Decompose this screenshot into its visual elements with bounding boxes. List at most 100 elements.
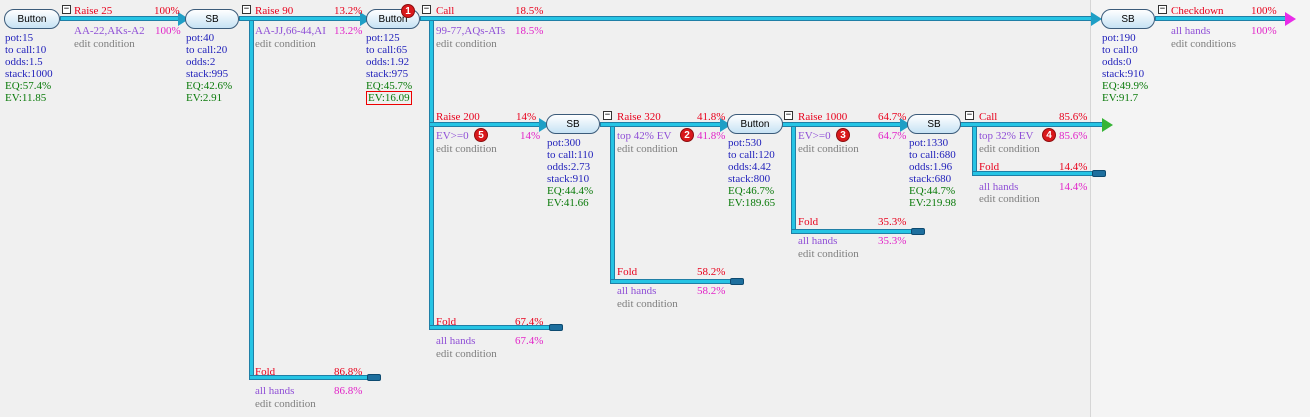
action-raise320-edit[interactable]: edit condition bbox=[617, 143, 678, 155]
node-button-2-badge: 1 bbox=[401, 4, 415, 18]
node-button-root[interactable]: Button bbox=[4, 9, 60, 29]
action-fold-b2-cond-pct: 67.4% bbox=[515, 335, 544, 347]
action-checkdown-pct: 100% bbox=[1251, 5, 1277, 17]
action-raise200-label[interactable]: Raise 200 bbox=[436, 111, 480, 123]
action-checkdown-condition[interactable]: all hands bbox=[1171, 25, 1211, 37]
action-raise1000-condition[interactable]: EV>=0 bbox=[798, 130, 831, 142]
action-call-edit[interactable]: edit condition bbox=[436, 38, 497, 50]
collapse-button-button-2[interactable]: − bbox=[422, 4, 431, 14]
stat-odds: odds:2.73 bbox=[547, 161, 591, 173]
action-fold-sb1-pct: 86.8% bbox=[334, 366, 363, 378]
action-raise320-label[interactable]: Raise 320 bbox=[617, 111, 661, 123]
stat-odds: odds:2 bbox=[186, 56, 216, 68]
action-raise25-pct: 100% bbox=[154, 5, 180, 17]
action-raise320-condition[interactable]: top 42% EV bbox=[617, 130, 672, 142]
stat-ev: EV:41.66 bbox=[547, 197, 589, 209]
action-call-sb5-edit[interactable]: edit condition bbox=[979, 143, 1040, 155]
action-call-label[interactable]: Call bbox=[436, 5, 455, 17]
stat-to-call: to call:65 bbox=[366, 44, 408, 56]
stat-eq: EQ:49.9% bbox=[1102, 80, 1149, 92]
stats-sb-3: pot:300 to call:110 odds:2.73 stack:910 … bbox=[547, 137, 593, 209]
action-raise200-pct: 14% bbox=[516, 111, 537, 123]
collapse-button-sb-5[interactable]: − bbox=[965, 110, 974, 120]
action-fold-b4-cond-pct: 35.3% bbox=[878, 235, 907, 247]
action-raise1000-pct: 64.7% bbox=[878, 111, 907, 123]
endcap-fold-sb3 bbox=[730, 278, 744, 285]
action-call-condition[interactable]: 99-77,AQs-ATs bbox=[436, 25, 506, 37]
collapse-button-sb-3[interactable]: − bbox=[603, 110, 612, 120]
stat-to-call: to call:680 bbox=[909, 149, 956, 161]
action-call-sb5-condition[interactable]: top 32% EV bbox=[979, 130, 1034, 142]
node-button-4[interactable]: Button bbox=[727, 114, 783, 134]
stats-sb-5: pot:1330 to call:680 odds:1.96 stack:680… bbox=[909, 137, 956, 209]
action-fold-sb5-edit[interactable]: edit condition bbox=[979, 193, 1040, 205]
stat-odds: odds:4.42 bbox=[728, 161, 772, 173]
action-fold-b4-condition[interactable]: all hands bbox=[798, 235, 838, 247]
stat-pot: pot:300 bbox=[547, 137, 581, 149]
action-raise200-condition[interactable]: EV>=0 bbox=[436, 130, 469, 142]
node-sb-5[interactable]: SB bbox=[907, 114, 961, 134]
collapse-button-root[interactable]: − bbox=[62, 4, 71, 14]
stat-ev: EV:91.7 bbox=[1102, 92, 1139, 104]
stat-ev: EV:189.65 bbox=[728, 197, 776, 209]
collapse-button-sb-1[interactable]: − bbox=[242, 4, 251, 14]
action-call-sb5-pct: 85.6% bbox=[1059, 111, 1088, 123]
action-fold-sb3-edit[interactable]: edit condition bbox=[617, 298, 678, 310]
action-fold-b2-edit[interactable]: edit condition bbox=[436, 348, 497, 360]
arrow-raise90 bbox=[360, 12, 371, 26]
action-fold-sb5-condition[interactable]: all hands bbox=[979, 181, 1019, 193]
action-fold-b2-label[interactable]: Fold bbox=[436, 316, 457, 328]
stat-stack: stack:680 bbox=[909, 173, 952, 185]
stat-pot: pot:190 bbox=[1102, 32, 1136, 44]
action-raise90-condition[interactable]: AA-JJ,66-44,AI bbox=[255, 25, 326, 37]
stat-eq: EQ:46.7% bbox=[728, 185, 775, 197]
action-fold-sb1-label[interactable]: Fold bbox=[255, 366, 276, 378]
action-checkdown-label[interactable]: Checkdown bbox=[1171, 5, 1224, 17]
stats-sb-flop: pot:190 to call:0 odds:0 stack:910 EQ:49… bbox=[1102, 32, 1148, 104]
collapse-button-sb-flop[interactable]: − bbox=[1158, 4, 1167, 14]
action-raise90-edit[interactable]: edit condition bbox=[255, 38, 316, 50]
action-fold-sb1-cond-pct: 86.8% bbox=[334, 385, 363, 397]
pipe-sb3-vertical bbox=[610, 126, 615, 284]
action-raise25-condition[interactable]: AA-22,AKs-A2 bbox=[74, 25, 145, 37]
action-raise1000-badge: 3 bbox=[836, 128, 850, 142]
node-sb-1[interactable]: SB bbox=[185, 9, 239, 29]
action-raise25-label[interactable]: Raise 25 bbox=[74, 5, 113, 17]
action-raise200-cond-pct: 14% bbox=[520, 130, 541, 142]
stat-to-call: to call:20 bbox=[186, 44, 228, 56]
arrow-raise200 bbox=[539, 118, 550, 132]
action-raise25-edit[interactable]: edit condition bbox=[74, 38, 135, 50]
action-raise1000-label[interactable]: Raise 1000 bbox=[798, 111, 848, 123]
action-raise200-edit[interactable]: edit condition bbox=[436, 143, 497, 155]
action-raise320-cond-pct: 41.8% bbox=[697, 130, 726, 142]
stat-odds: odds:1.92 bbox=[366, 56, 410, 68]
pipe-sb1-vertical bbox=[249, 20, 254, 380]
stat-to-call: to call:0 bbox=[1102, 44, 1138, 56]
action-fold-sb3-label[interactable]: Fold bbox=[617, 266, 638, 278]
action-raise200-badge: 5 bbox=[474, 128, 488, 142]
node-sb-flop[interactable]: SB bbox=[1101, 9, 1155, 29]
action-raise1000-cond-pct: 64.7% bbox=[878, 130, 907, 142]
action-raise1000-edit[interactable]: edit condition bbox=[798, 143, 859, 155]
action-fold-sb1-edit[interactable]: edit condition bbox=[255, 398, 316, 410]
pipe-b4-vertical bbox=[791, 126, 796, 234]
action-fold-b4-label[interactable]: Fold bbox=[798, 216, 819, 228]
arrow-raise320 bbox=[720, 118, 731, 132]
action-fold-b2-condition[interactable]: all hands bbox=[436, 335, 476, 347]
action-fold-sb3-condition[interactable]: all hands bbox=[617, 285, 657, 297]
stats-button-4: pot:530 to call:120 odds:4.42 stack:800 … bbox=[728, 137, 775, 209]
action-raise25-cond-pct: 100% bbox=[155, 25, 181, 37]
action-call-sb5-label[interactable]: Call bbox=[979, 111, 998, 123]
action-raise90-label[interactable]: Raise 90 bbox=[255, 5, 294, 17]
action-checkdown-edit[interactable]: edit conditions bbox=[1171, 38, 1237, 50]
collapse-button-button-4[interactable]: − bbox=[784, 110, 793, 120]
action-fold-sb1-condition[interactable]: all hands bbox=[255, 385, 295, 397]
node-sb-3[interactable]: SB bbox=[546, 114, 600, 134]
stat-odds: odds:0 bbox=[1102, 56, 1132, 68]
action-fold-b4-edit[interactable]: edit condition bbox=[798, 248, 859, 260]
stats-button-2: pot:125 to call:65 odds:1.92 stack:975 E… bbox=[366, 32, 412, 105]
pipe-b2-vertical bbox=[429, 20, 434, 330]
stat-to-call: to call:120 bbox=[728, 149, 775, 161]
action-fold-sb5-label[interactable]: Fold bbox=[979, 161, 1000, 173]
stat-odds: odds:1.96 bbox=[909, 161, 953, 173]
